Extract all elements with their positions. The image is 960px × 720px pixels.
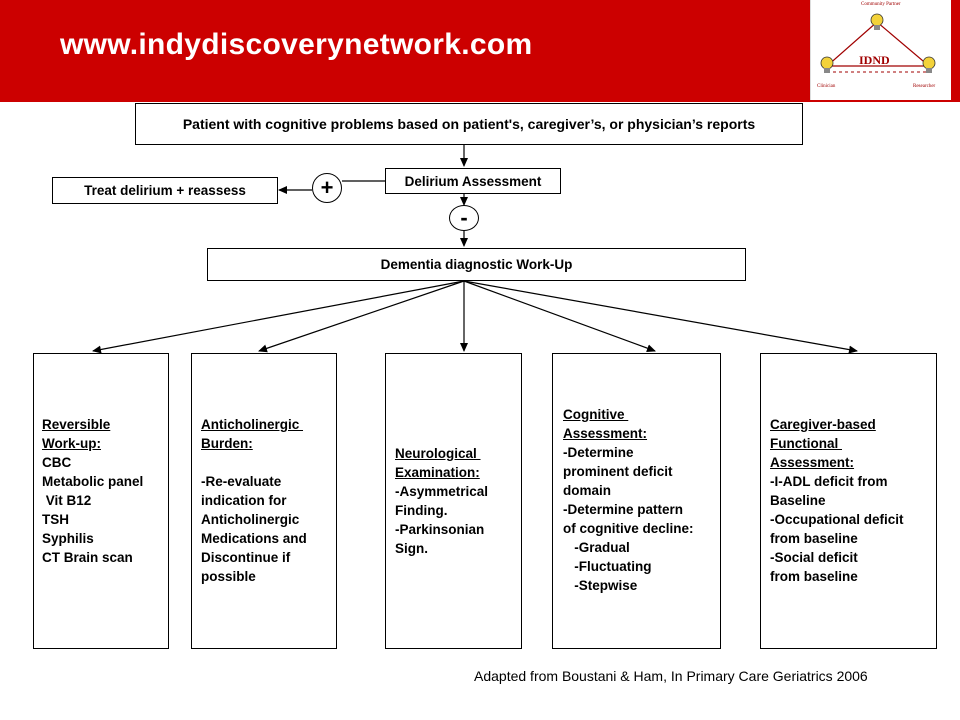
neurological-title-line-1: Neurological xyxy=(395,446,481,461)
minus-sign: - xyxy=(460,205,468,230)
treat-delirium-text: Treat delirium + reassess xyxy=(84,183,246,198)
anticholinergic-title-line-1: Anticholinergic xyxy=(201,417,304,432)
cognitive-item: -Determine xyxy=(563,445,634,460)
reversible-title-line-1: Reversible xyxy=(42,417,111,432)
logo-center-text: IDND xyxy=(859,53,890,67)
neurological-item: -Parkinsonian xyxy=(395,522,485,537)
delirium-box: Delirium Assessment xyxy=(385,168,561,194)
plus-sign: + xyxy=(320,175,334,200)
neurological-item: Sign. xyxy=(395,541,428,556)
cognitive-assessment-text: Cognitive Assessment: -Determine promine… xyxy=(563,405,694,595)
citation-footer: Adapted from Boustani & Ham, In Primary … xyxy=(474,668,868,684)
idnd-logo: IDND Community Partner Clinician Researc… xyxy=(810,0,951,100)
caregiver-item: -Occupational deficit xyxy=(770,512,904,527)
anticholinergic-item: Medications and xyxy=(201,531,307,546)
cognitive-item: -Stepwise xyxy=(563,578,638,593)
positive-circle: + xyxy=(312,173,342,203)
header-bar: www.indydiscoverynetwork.com IDND Commun… xyxy=(0,0,960,102)
reversible-workup-box xyxy=(33,353,169,649)
anticholinergic-title-line-2: Burden: xyxy=(201,436,253,451)
caregiver-item: from baseline xyxy=(770,531,858,546)
caregiver-item: from baseline xyxy=(770,569,858,584)
cognitive-item: of cognitive decline: xyxy=(563,521,694,536)
caregiver-title-line-2: Functional xyxy=(770,436,842,451)
caregiver-functional-box xyxy=(760,353,937,649)
anticholinergic-spacer xyxy=(201,453,307,472)
neurological-exam-box xyxy=(385,353,522,649)
cognitive-item: -Gradual xyxy=(563,540,630,555)
caregiver-item: Baseline xyxy=(770,493,826,508)
anticholinergic-item: Anticholinergic xyxy=(201,512,300,527)
anticholinergic-item: indication for xyxy=(201,493,287,508)
caregiver-title-line-3: Assessment: xyxy=(770,455,855,470)
logo-top-label: Community Partner xyxy=(861,2,901,7)
neurological-item: Finding. xyxy=(395,503,448,518)
cognitive-item: -Determine pattern xyxy=(563,502,684,517)
workup-box: Dementia diagnostic Work-Up xyxy=(207,248,746,281)
neurological-exam-text: Neurological Examination: -Asymmetrical … xyxy=(395,444,488,558)
caregiver-item: -Social deficit xyxy=(770,550,858,565)
logo-left-label: Clinician xyxy=(817,84,836,89)
anticholinergic-item: Discontinue if xyxy=(201,550,291,565)
reversible-item: Metabolic panel xyxy=(42,474,144,489)
start-box: Patient with cognitive problems based on… xyxy=(135,103,803,145)
workup-box-text: Dementia diagnostic Work-Up xyxy=(380,257,573,272)
reversible-item: Syphilis xyxy=(42,531,94,546)
arrow-to-anticholinergic xyxy=(258,280,465,353)
start-box-text: Patient with cognitive problems based on… xyxy=(182,116,756,132)
anticholinergic-burden-text: Anticholinergic Burden: -Re-evaluate ind… xyxy=(201,415,307,586)
reversible-workup-text: Reversible Work-up: CBC Metabolic panel … xyxy=(42,415,143,567)
site-url[interactable]: www.indydiscoverynetwork.com xyxy=(60,28,533,61)
logo-triangle-icon xyxy=(820,13,936,73)
reversible-title-line-2: Work-up: xyxy=(42,436,101,451)
arrow-to-caregiver xyxy=(463,280,858,354)
anticholinergic-item: -Re-evaluate xyxy=(201,474,282,489)
delirium-box-text: Delirium Assessment xyxy=(404,173,542,189)
caregiver-item: -I-ADL deficit from xyxy=(770,474,888,489)
reversible-item: CT Brain scan xyxy=(42,550,133,565)
cognitive-title-line-2: Assessment: xyxy=(563,426,648,441)
negative-circle: - xyxy=(449,205,479,231)
anticholinergic-burden-box xyxy=(191,353,337,649)
reversible-item: TSH xyxy=(42,512,69,527)
cognitive-item: -Fluctuating xyxy=(563,559,652,574)
anticholinergic-item: possible xyxy=(201,569,256,584)
cognitive-assessment-box xyxy=(552,353,721,649)
arrow-to-reversible xyxy=(92,280,465,354)
arrow-to-cognitive xyxy=(463,280,656,353)
treat-delirium-box: Treat delirium + reassess xyxy=(52,177,278,204)
cognitive-title-line-1: Cognitive xyxy=(563,407,629,422)
neurological-item: -Asymmetrical xyxy=(395,484,489,499)
reversible-item: CBC xyxy=(42,455,72,470)
cognitive-item: domain xyxy=(563,483,612,498)
neurological-title-line-2: Examination: xyxy=(395,465,480,480)
caregiver-functional-text: Caregiver-based Functional Assessment: -… xyxy=(770,415,904,586)
cognitive-item: prominent deficit xyxy=(563,464,673,479)
reversible-item: Vit B12 xyxy=(42,493,92,508)
logo-right-label: Researcher xyxy=(913,84,936,89)
caregiver-title-line-1: Caregiver-based xyxy=(770,417,876,432)
